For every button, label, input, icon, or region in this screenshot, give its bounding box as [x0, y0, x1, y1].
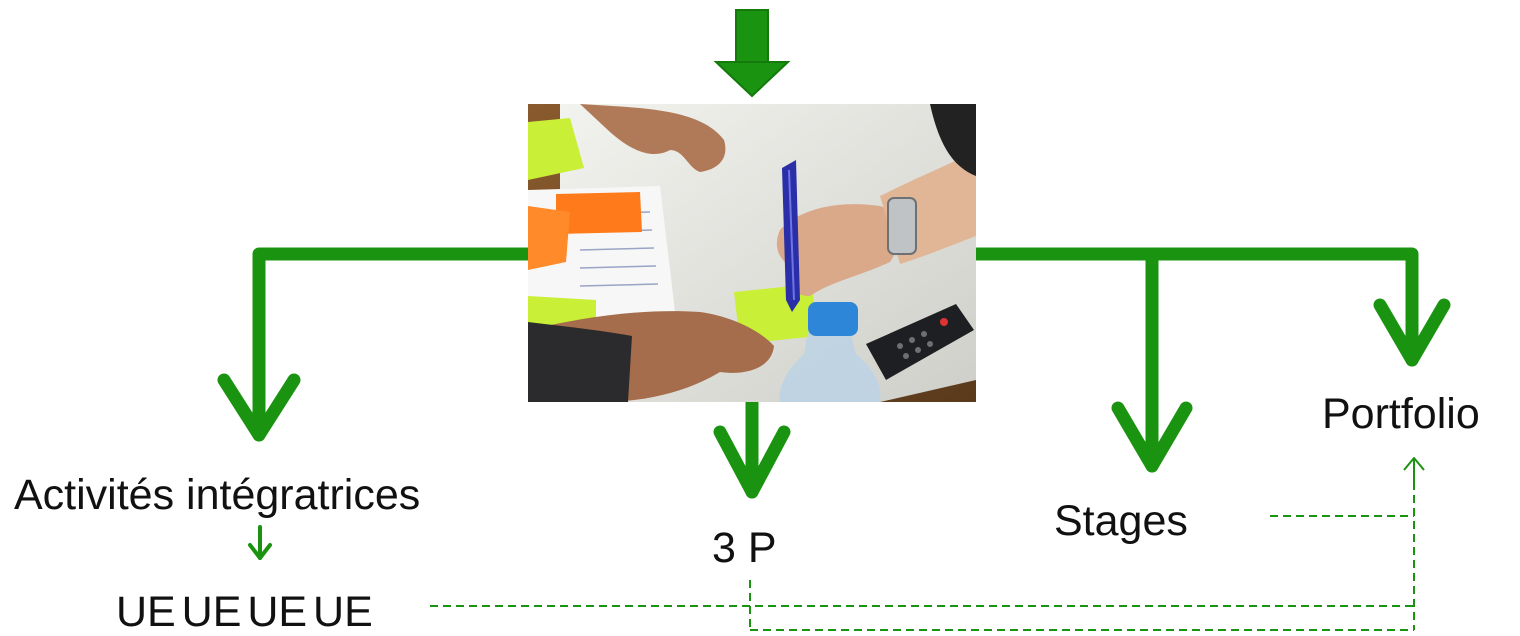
center-down-arrow-icon — [713, 395, 791, 499]
workshop-photo — [528, 104, 976, 402]
branch-line-right — [969, 247, 1451, 473]
branch-line-left — [217, 247, 537, 442]
dashed-connectors — [430, 482, 1415, 631]
stages-label: Stages — [1054, 497, 1188, 545]
top-arrow-icon — [713, 9, 791, 98]
three-p-label: 3 P — [712, 524, 777, 572]
activites-integratrices-label: Activités intégratrices — [14, 471, 421, 519]
portfolio-label: Portfolio — [1322, 390, 1480, 438]
ue-row-label: UE UE UE UE — [116, 588, 373, 636]
small-down-arrow-icon — [248, 525, 272, 560]
arrow-up-icon — [1403, 457, 1425, 484]
